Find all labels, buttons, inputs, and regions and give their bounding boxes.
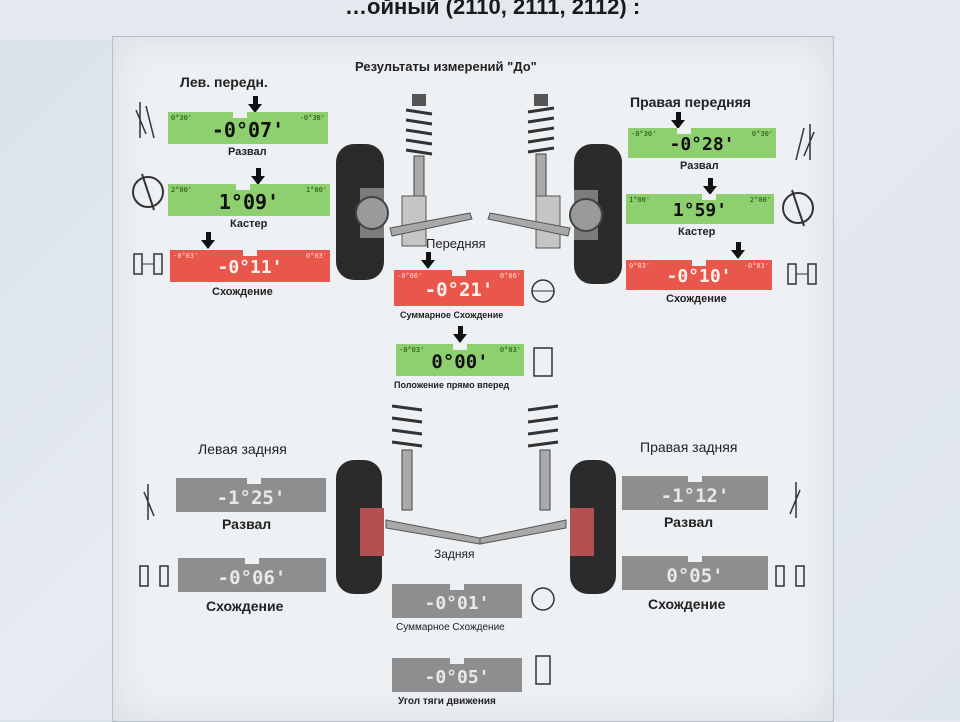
rear-total-toe-label: Суммарное Схождение <box>396 622 505 633</box>
rear-left-camber-label: Развал <box>222 516 272 532</box>
thrust-angle-value: -0°05' <box>424 667 490 688</box>
front-left-caster-min: 2°00' <box>171 186 193 194</box>
front-right-camber-max: 0°30' <box>751 130 773 138</box>
thrust-angle-gauge: -0°05' <box>392 658 522 692</box>
front-total-toe-min: -0°06' <box>397 272 423 280</box>
front-right-caster-max: 2°00' <box>749 196 771 204</box>
front-left-camber-gauge: 0°30' -0°30' -0°07' <box>168 112 328 144</box>
front-right-caster-value: 1°59' <box>672 200 728 221</box>
rear-suspension-illustration <box>336 404 616 594</box>
rear-total-toe-icon <box>531 587 555 611</box>
rear-left-camber-icon <box>143 484 155 520</box>
front-left-toe-label: Схождение <box>212 286 273 298</box>
thrust-angle-label: Угол тяги движения <box>398 696 496 707</box>
front-left-camber-label: Развал <box>228 146 267 158</box>
front-total-toe-label: Суммарное Схождение <box>400 310 504 320</box>
front-right-caster-min: 1°00' <box>629 196 651 204</box>
straight-ahead-min: -0°03' <box>399 346 425 354</box>
straight-ahead-gauge: -0°03' 0°03' 0°00' <box>396 344 524 376</box>
front-right-toe-max: -0°03' <box>743 262 769 270</box>
front-left-toe-value: -0°11' <box>217 257 283 278</box>
front-right-toe-value: -0°10' <box>666 266 732 287</box>
front-right-camber-min: -0°30' <box>631 130 657 138</box>
rear-right-toe-value: 0°05' <box>666 565 724 587</box>
rear-right-camber-icon <box>789 482 801 518</box>
total-toe-diagram-icon <box>531 279 555 303</box>
rear-left-toe-gauge: -0°06' <box>178 558 326 592</box>
front-left-caster-label: Кастер <box>230 218 268 230</box>
rear-left-camber-value: -1°25' <box>216 487 286 509</box>
front-left-camber-value: -0°07' <box>211 118 285 142</box>
rear-right-toe-gauge: 0°05' <box>622 556 768 590</box>
front-right-caster-label: Кастер <box>678 226 716 238</box>
front-total-toe-gauge: -0°06' 0°06' -0°21' <box>394 270 524 306</box>
front-right-toe-gauge: 0°03' -0°03' -0°10' <box>626 260 772 290</box>
rear-right-title: Правая задняя <box>640 439 738 455</box>
rear-left-camber-gauge: -1°25' <box>176 478 326 512</box>
document-heading: …ойный (2110, 2111, 2112) : <box>345 0 641 19</box>
thrust-angle-icon <box>535 655 551 685</box>
rear-right-camber-gauge: -1°12' <box>622 476 768 510</box>
rear-left-toe-icon <box>139 565 169 587</box>
rear-right-toe-icon <box>775 565 805 587</box>
rear-left-toe-label: Схождение <box>206 598 284 614</box>
front-right-camber-gauge: -0°30' 0°30' -0°28' <box>628 128 776 158</box>
front-left-toe-max: 0°03' <box>305 252 327 260</box>
front-total-toe-max: 0°06' <box>499 272 521 280</box>
straight-ahead-label: Положение прямо вперед <box>394 380 510 390</box>
right-camber-diagram-icon <box>795 124 815 161</box>
caster-diagram-icon <box>132 173 164 211</box>
rear-right-camber-value: -1°12' <box>660 485 730 507</box>
rear-left-toe-value: -0°06' <box>217 567 287 589</box>
front-total-toe-value: -0°21' <box>424 279 494 301</box>
camber-diagram-icon <box>135 102 155 139</box>
rear-right-camber-label: Развал <box>664 514 714 530</box>
rear-left-title: Левая задняя <box>198 441 287 457</box>
front-left-camber-max: -0°30' <box>299 114 325 122</box>
front-left-caster-gauge: 2°00' 1°00' 1°09' <box>168 184 330 216</box>
straight-ahead-diagram-icon <box>533 347 553 377</box>
toe-diagram-icon <box>133 253 163 275</box>
front-right-toe-label: Схождение <box>666 293 727 305</box>
front-right-caster-gauge: 1°00' 2°00' 1°59' <box>626 194 774 224</box>
front-suspension-illustration <box>336 94 622 284</box>
rear-total-toe-value: -0°01' <box>424 593 490 614</box>
right-toe-diagram-icon <box>787 263 817 285</box>
front-right-camber-value: -0°28' <box>669 134 735 155</box>
rear-right-toe-label: Схождение <box>648 596 726 612</box>
straight-ahead-max: 0°03' <box>499 346 521 354</box>
front-left-toe-min: -0°03' <box>173 252 199 260</box>
front-left-camber-min: 0°30' <box>171 114 193 122</box>
front-right-camber-label: Развал <box>680 160 719 172</box>
front-axle-label: Передняя <box>426 236 486 251</box>
right-caster-diagram-icon <box>782 189 814 227</box>
front-left-caster-max: 1°00' <box>305 186 327 194</box>
rear-axle-label: Задняя <box>434 547 475 561</box>
report-title: Результаты измерений "До" <box>355 59 537 74</box>
rear-total-toe-gauge: -0°01' <box>392 584 522 618</box>
front-right-toe-min: 0°03' <box>629 262 651 270</box>
front-right-title: Правая передняя <box>630 94 751 110</box>
front-left-toe-gauge: -0°03' 0°03' -0°11' <box>170 250 330 282</box>
front-left-title: Лев. передн. <box>180 74 268 90</box>
page-top-strip <box>0 0 960 40</box>
front-left-caster-value: 1°09' <box>218 190 280 214</box>
straight-ahead-value: 0°00' <box>431 351 489 373</box>
